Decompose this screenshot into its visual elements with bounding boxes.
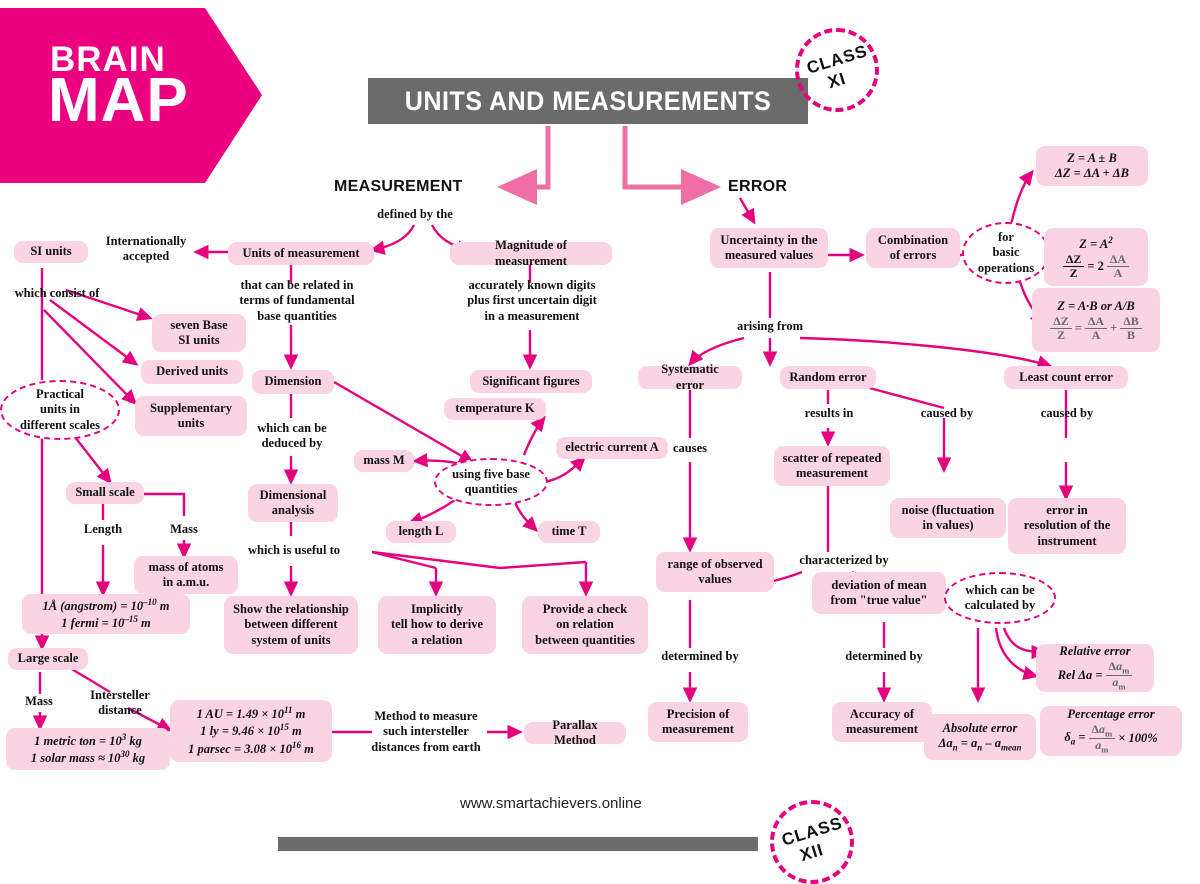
branch-header-measurement: MEASUREMENT — [334, 178, 463, 195]
label-defined-by-the: defined by the — [377, 207, 453, 222]
node-least-count-error: Least count error — [1004, 366, 1128, 389]
node-using-five-base-quantities: using five base quantities — [434, 458, 548, 506]
node-mass-m: mass M — [354, 450, 414, 472]
node-provide-a-check: Provide a check on relation between quan… — [522, 596, 648, 654]
node-error-in-resolution: error in resolution of the instrument — [1008, 498, 1126, 554]
node-dimension: Dimension — [252, 370, 334, 394]
branch-header-error: ERROR — [728, 178, 788, 195]
label-characterized-by: characterized by — [799, 553, 889, 568]
node-random-error: Random error — [780, 366, 876, 389]
node-which-can-be-calculated-by: which can be calculated by — [944, 572, 1056, 624]
label-caused-by-least-count: caused by — [1040, 406, 1094, 421]
node-combination-of-errors: Combination of errors — [866, 228, 960, 268]
node-seven-base-si-units: seven Base SI units — [152, 314, 246, 352]
label-internationally-accepted: Internationally accepted — [105, 233, 187, 263]
label-that-can-be-related: that can be related in terms of fundamen… — [239, 278, 355, 323]
node-deviation-of-mean: deviation of mean from "true value" — [812, 572, 946, 614]
node-electric-current-a: electric current A — [556, 437, 668, 459]
class-stamp-xi-line2: XI — [825, 68, 849, 92]
label-method-to-measure: Method to measure such intersteller dist… — [371, 709, 481, 754]
node-si-units: SI units — [14, 241, 88, 263]
node-uncertainty: Uncertainty in the measured values — [710, 228, 828, 268]
node-derived-units: Derived units — [141, 360, 243, 384]
brain-map-banner: BRAIN MAP — [0, 8, 262, 183]
page-title-text: UNITS AND MEASUREMENTS — [404, 85, 772, 116]
node-systematic-error: Systematic error — [638, 362, 742, 392]
node-precision-of-measurement: Precision of measurement — [648, 702, 748, 742]
node-accuracy-of-measurement: Accuracy of measurement — [832, 702, 932, 742]
label-arising-from: arising from — [736, 319, 804, 334]
node-implicitly-derive: Implicitly tell how to derive a relation — [378, 596, 496, 654]
node-length-l: length L — [386, 521, 456, 543]
footer-bar — [278, 837, 758, 851]
node-units-of-measurement: Units of measurement — [228, 242, 374, 265]
label-intersteller-distance: Intersteller distance — [90, 687, 150, 717]
label-causes: causes — [672, 441, 708, 456]
label-caused-by-random: caused by — [920, 406, 974, 421]
node-significant-figures: Significant figures — [470, 370, 592, 393]
class-stamp-xii: CLASS XII — [770, 800, 854, 884]
node-temperature-k: temperature K — [444, 398, 546, 420]
label-determined-by-right: determined by — [845, 649, 923, 664]
node-small-scale: Small scale — [66, 482, 144, 504]
node-magnitude-of-measurement: Magnitude of measurement — [450, 238, 612, 268]
label-length: Length — [83, 522, 123, 537]
footer-url[interactable]: www.smartachievers.online — [460, 795, 642, 812]
label-mass-large: Mass — [25, 694, 53, 709]
node-large-scale: Large scale — [8, 648, 88, 670]
node-absolute-error: Absolute error Δan = an – amean — [924, 714, 1036, 760]
label-accurately-known-digits: accurately known digits plus first uncer… — [467, 278, 597, 323]
label-determined-by-left: determined by — [661, 649, 739, 664]
brain-map-canvas: BRAIN MAP UNITS AND MEASUREMENTS CLASS X… — [0, 8, 1182, 884]
node-for-basic-operations: for basic operations — [962, 222, 1050, 284]
label-results-in: results in — [804, 406, 854, 421]
class-stamp-xi: CLASS XI — [795, 28, 879, 112]
node-time-t: time T — [538, 521, 600, 543]
node-dimensional-analysis: Dimensional analysis — [248, 484, 338, 522]
node-parallax-method: Parallax Method — [524, 718, 626, 747]
node-noise-fluctuation: noise (fluctuation in values) — [890, 498, 1006, 538]
banner-line-2: MAP — [48, 66, 189, 135]
node-show-relationship: Show the relationship between different … — [224, 596, 358, 654]
node-scatter-of-repeated: scatter of repeated measurement — [774, 446, 890, 486]
page-title: UNITS AND MEASUREMENTS — [368, 78, 808, 124]
label-which-can-be-deduced-by: which can be deduced by — [257, 420, 327, 450]
node-supplementary-units: Supplementary units — [135, 396, 247, 436]
node-range-of-observed-values: range of observed values — [656, 552, 774, 592]
label-mass-small: Mass — [170, 522, 198, 537]
label-which-consist-of: which consist of — [14, 286, 100, 301]
label-which-is-useful-to: which is useful to — [247, 543, 341, 558]
banner-line-1: BRAIN — [50, 40, 166, 79]
node-practical-units: Practical units in different scales — [0, 380, 120, 440]
node-mass-of-atoms: mass of atoms in a.m.u. — [134, 556, 238, 594]
